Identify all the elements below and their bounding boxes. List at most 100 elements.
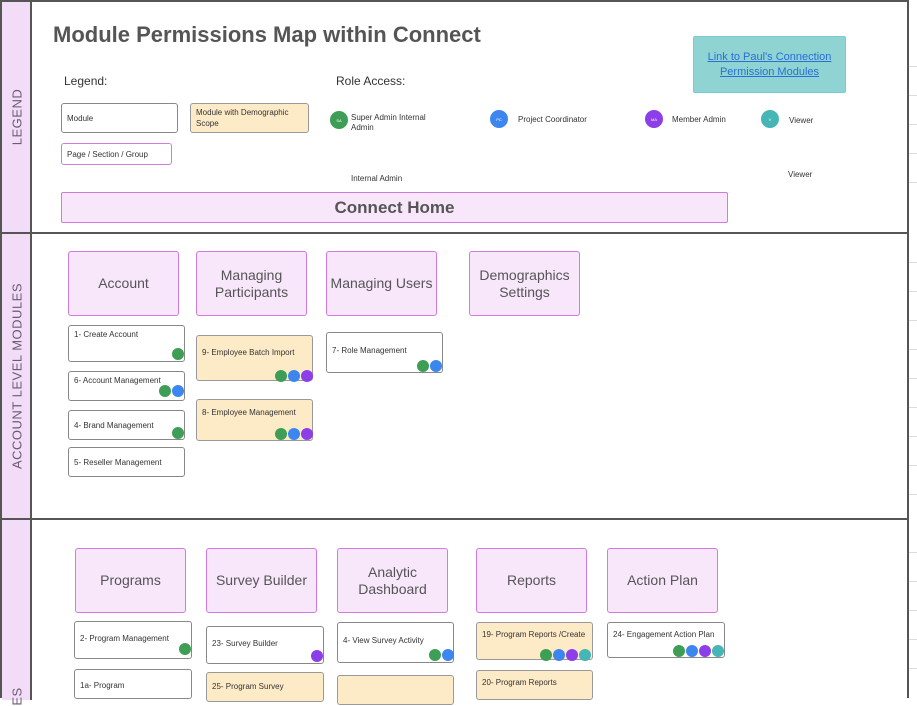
grid-line: [909, 668, 917, 669]
role-dots: [310, 650, 323, 662]
module-program-survey[interactable]: 25- Program Survey: [206, 672, 324, 702]
module-dashboard-placeholder[interactable]: [337, 675, 454, 705]
super-admin-icon: [179, 643, 191, 655]
member-admin-icon: [311, 650, 323, 662]
legend-label: Legend:: [64, 74, 108, 88]
super-admin-icon: [172, 348, 184, 360]
project-tab-label: ES: [9, 687, 25, 706]
header-account[interactable]: Account: [68, 251, 179, 316]
super-admin-icon: [673, 645, 685, 657]
header-managing-users[interactable]: Managing Users: [326, 251, 437, 316]
module-label: 1- Create Account: [74, 330, 139, 339]
header-managing-participants[interactable]: Managing Participants: [196, 251, 307, 316]
role-member-admin: Member Admin: [672, 115, 726, 124]
module-label: 19- Program Reports /Create: [482, 630, 586, 639]
super-admin-icon: SA: [330, 111, 348, 129]
module-label: 25- Program Survey: [212, 682, 284, 691]
module-create-account[interactable]: 1- Create Account: [68, 325, 185, 362]
project-coordinator-icon: [553, 649, 565, 661]
header-programs[interactable]: Programs: [75, 548, 186, 613]
grid-line: [909, 262, 917, 263]
header-action-plan[interactable]: Action Plan: [607, 548, 718, 613]
header-survey-builder[interactable]: Survey Builder: [206, 548, 317, 613]
legend-tab-label: LEGEND: [9, 88, 25, 146]
module-program[interactable]: 1a- Program: [74, 669, 192, 699]
grid-line: [909, 610, 917, 611]
grid-line: [909, 66, 917, 67]
internal-admin-note: Internal Admin: [351, 174, 403, 183]
member-admin-icon: MA: [645, 110, 663, 128]
project-coordinator-icon: [686, 645, 698, 657]
role-project-coordinator: Project Coordinator: [518, 115, 587, 124]
grid-line: [909, 494, 917, 495]
module-survey-builder[interactable]: 23- Survey Builder: [206, 626, 324, 664]
legend-demographic-module: Module with Demographic Scope: [190, 103, 309, 133]
member-admin-icon: [699, 645, 711, 657]
super-admin-icon: [417, 360, 429, 372]
legend-module: Module: [61, 103, 178, 133]
viewer-icon: [579, 649, 591, 661]
grid-line: [909, 291, 917, 292]
project-tab: ES: [2, 520, 32, 706]
role-dots: [158, 385, 184, 397]
grid-line: [909, 153, 917, 154]
grid-line: [909, 182, 917, 183]
project-section: ES: [0, 518, 909, 706]
project-coordinator-icon: [430, 360, 442, 372]
module-program-reports[interactable]: 20- Program Reports: [476, 670, 593, 700]
member-admin-icon: [301, 428, 313, 440]
module-label: 1a- Program: [80, 681, 125, 690]
grid-line: [909, 378, 917, 379]
role-dots: [171, 427, 184, 439]
permission-link-box[interactable]: Link to Paul's Connection Permission Mod…: [693, 36, 846, 93]
grid-line: [909, 124, 917, 125]
project-coordinator-icon: [288, 370, 300, 382]
role-dots: [539, 649, 591, 661]
project-coordinator-icon: PC: [490, 110, 508, 128]
member-admin-icon: [566, 649, 578, 661]
header-demographics-settings[interactable]: Demographics Settings: [469, 251, 580, 316]
project-coordinator-icon: [172, 385, 184, 397]
role-dots: [171, 348, 184, 360]
module-label: 4- Brand Management: [74, 420, 154, 430]
module-program-management[interactable]: 2- Program Management: [74, 621, 192, 659]
super-admin-icon: [275, 370, 287, 382]
grid-line: [909, 465, 917, 466]
header-analytic-dashboard[interactable]: Analytic Dashboard: [337, 548, 448, 613]
account-tab: ACCOUNT LEVEL MODULES: [2, 234, 32, 518]
viewer-icon: [712, 645, 724, 657]
super-admin-icon: [540, 649, 552, 661]
role-access-label: Role Access:: [336, 74, 406, 88]
role-dots: [416, 360, 442, 372]
header-reports[interactable]: Reports: [476, 548, 587, 613]
viewer-icon: V: [761, 110, 779, 128]
super-admin-icon: [159, 385, 171, 397]
role-dots: [274, 370, 313, 382]
connect-home[interactable]: Connect Home: [61, 192, 728, 223]
module-reseller-management[interactable]: 5- Reseller Management: [68, 447, 185, 477]
module-label: 4- View Survey Activity: [343, 636, 424, 645]
permission-link[interactable]: Link to Paul's Connection Permission Mod…: [707, 50, 832, 78]
page-title: Module Permissions Map within Connect: [53, 22, 481, 47]
grid-line: [909, 436, 917, 437]
member-admin-icon: [301, 370, 313, 382]
viewer-note: Viewer: [788, 170, 813, 179]
module-brand-management[interactable]: 4- Brand Management: [68, 410, 185, 440]
module-label: 20- Program Reports: [482, 678, 557, 687]
legend-tab: LEGEND: [2, 2, 32, 232]
grid-line: [909, 552, 917, 553]
legend-page-section-group: Page / Section / Group: [61, 143, 172, 165]
module-label: 24- Engagement Action Plan: [613, 630, 715, 639]
account-tab-label: ACCOUNT LEVEL MODULES: [9, 282, 25, 470]
module-label: 5- Reseller Management: [74, 457, 162, 467]
grid-line: [909, 320, 917, 321]
module-label: 7- Role Management: [332, 346, 407, 355]
role-viewer: Viewer: [789, 116, 814, 125]
module-label: 23- Survey Builder: [212, 639, 278, 648]
role-dots: [428, 649, 454, 661]
project-coordinator-icon: [442, 649, 454, 661]
module-label: 2- Program Management: [80, 634, 169, 643]
role-dots: [672, 645, 724, 657]
grid-line: [909, 407, 917, 408]
role-dots: [178, 643, 191, 655]
